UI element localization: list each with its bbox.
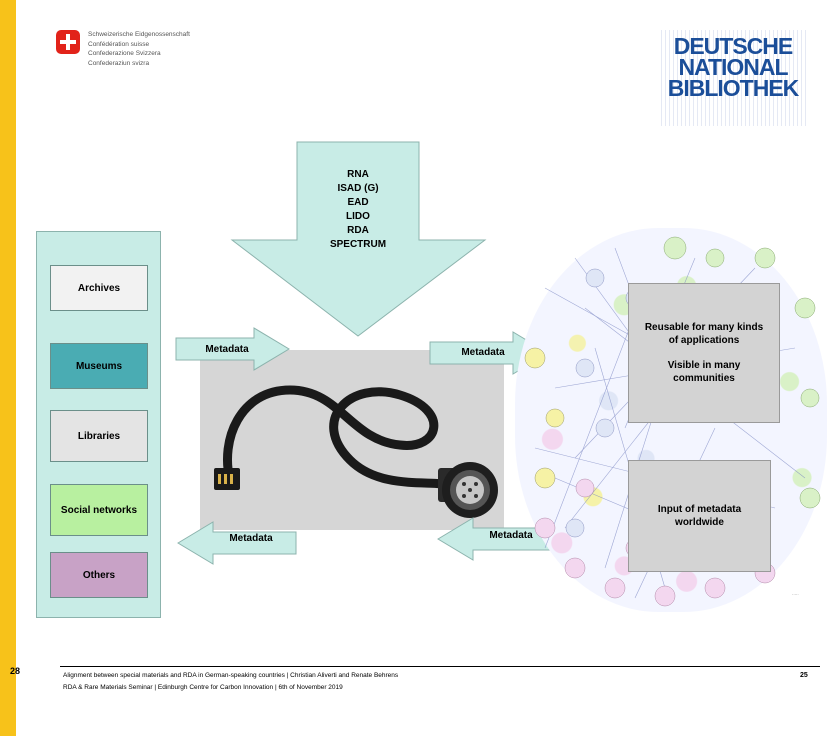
dnb-logo-line: DEUTSCHE <box>673 33 794 59</box>
swiss-line: Confédération suisse <box>88 40 150 48</box>
dnb-logo: DEUTSCHE NATIONAL BIBLIOTHEK <box>658 30 808 126</box>
standard-item: EAD <box>347 197 369 208</box>
reusable-text: Reusable for many kinds of applications <box>644 322 764 346</box>
category-others: Others <box>50 552 148 598</box>
category-museums: Museums <box>50 343 148 389</box>
reusable-info-box: Reusable for many kinds of applications … <box>628 283 780 423</box>
swiss-line: Confederaziun svizra <box>88 59 150 67</box>
metadata-label: Metadata <box>205 344 249 355</box>
footer-page-number: 25 <box>800 672 808 679</box>
swiss-line: Schweizerische Eidgenossenschaft <box>88 31 190 38</box>
dnb-logo-line: BIBLIOTHEK <box>667 75 800 101</box>
standard-item: RNA <box>347 169 369 180</box>
standard-item: LIDO <box>346 211 370 222</box>
standard-item: RDA <box>347 225 369 236</box>
institution-panel: Archives Museums Libraries Social networ… <box>36 231 161 618</box>
metadata-label: Metadata <box>229 533 273 544</box>
metadata-label: Metadata <box>489 530 533 541</box>
footer-event: RDA & Rare Materials Seminar | Edinburgh… <box>63 684 343 691</box>
side-accent-bar <box>0 0 16 736</box>
image-credit: ····· <box>792 592 799 597</box>
input-metadata-box: Input of metadata worldwide <box>628 460 771 572</box>
metadata-arrow-left-bottom <box>177 521 297 565</box>
input-metadata-text: Input of metadata worldwide <box>657 504 742 528</box>
cable-connector-illustration <box>214 385 498 518</box>
category-archives: Archives <box>50 265 148 311</box>
standard-item: ISAD (G) <box>337 183 379 194</box>
swiss-line: Confederazione Svizzera <box>88 50 161 57</box>
swiss-confederation-text: Schweizerische Eidgenossenschaft Confédé… <box>88 30 190 68</box>
visible-text: Visible in many communities <box>667 360 741 384</box>
slide-number: 28 <box>9 666 20 676</box>
swiss-cross-icon <box>56 30 80 54</box>
standards-list: RNA ISAD (G) EAD LIDO RDA SPECTRUM <box>300 168 416 252</box>
category-libraries: Libraries <box>50 410 148 462</box>
dnb-logo-line: NATIONAL <box>678 54 788 80</box>
metadata-label: Metadata <box>461 347 505 358</box>
category-social-networks: Social networks <box>50 484 148 536</box>
footer-title: Alignment between special materials and … <box>63 672 399 679</box>
footer-divider <box>60 666 820 667</box>
standard-item: SPECTRUM <box>329 239 387 250</box>
standards-arrow <box>230 141 487 337</box>
metadata-arrow-right-top <box>175 327 290 371</box>
